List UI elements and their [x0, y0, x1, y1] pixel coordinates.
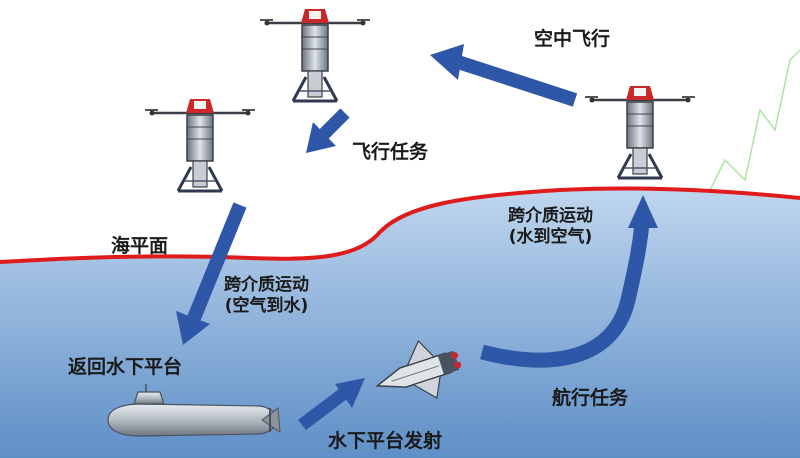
arrow-icon [480, 195, 658, 368]
arrow-icon [298, 378, 365, 431]
label-navigation-mission: 航行任务 [552, 387, 629, 409]
shuttle-icon [375, 339, 462, 400]
label-cross-medium-water-to-air: 跨介质运动 (水到空气) [508, 206, 593, 249]
label-line: (空气到水) [224, 296, 309, 317]
arrow-icon [306, 108, 350, 153]
water-body [0, 188, 800, 458]
label-air-flight: 空中飞行 [534, 28, 611, 50]
arrow-icon [430, 44, 578, 107]
label-return-platform: 返回水下平台 [68, 356, 183, 378]
arrow-icon [176, 202, 247, 345]
label-underwater-launch: 水下平台发射 [328, 430, 443, 452]
label-flight-mission: 飞行任务 [352, 141, 429, 163]
sea-level-line [0, 186, 800, 264]
label-line: 跨介质运动 [508, 206, 593, 226]
submarine-icon [107, 384, 281, 437]
label-line: (水到空气) [508, 227, 593, 248]
signal-trace [704, 49, 800, 201]
label-line: 跨介质运动 [224, 275, 309, 295]
label-cross-medium-air-to-water: 跨介质运动 (空气到水) [224, 275, 309, 318]
label-sea-level: 海平面 [111, 235, 169, 257]
